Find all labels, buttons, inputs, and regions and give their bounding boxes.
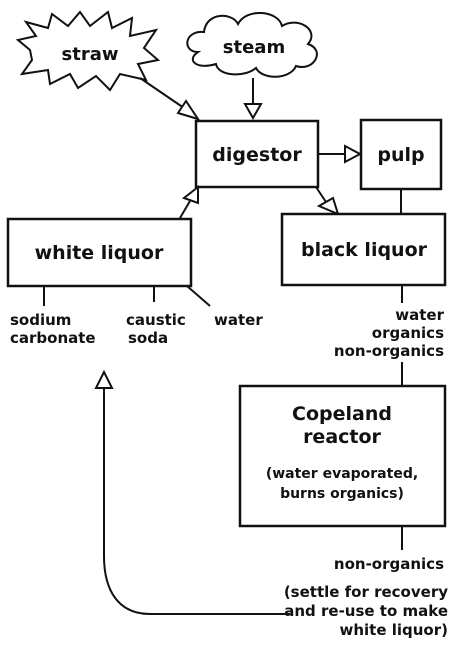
recycle-arrowhead — [94, 369, 114, 389]
reactor-note-1: (water evaporated, — [266, 466, 418, 482]
steam-cloud — [186, 11, 318, 78]
straw-to-digestor-line — [139, 77, 185, 109]
straw-arrowhead — [176, 99, 201, 121]
input-water: water — [214, 311, 263, 329]
input-caustic: caustic — [126, 311, 186, 329]
black-liquor-label: black liquor — [301, 239, 428, 261]
steam-label: steam — [223, 37, 285, 58]
black-liquor-arrowhead — [316, 196, 340, 216]
pulp-arrowhead — [344, 144, 363, 164]
black-liquor-box — [280, 212, 447, 287]
reactor-title-2: reactor — [303, 426, 381, 448]
output-non-organics: non-organics — [334, 342, 444, 360]
straw-label: straw — [62, 44, 119, 65]
output-organics: organics — [372, 324, 444, 342]
straw-cloud — [15, 10, 161, 92]
reactor-out-non-organics: non-organics — [334, 555, 444, 573]
recovery-note-2: and re-use to make — [284, 602, 448, 620]
white-to-digestor-line — [179, 200, 191, 219]
input-sodium: sodium — [10, 311, 71, 329]
pulp-label: pulp — [377, 144, 424, 166]
reactor-note-2: burns organics) — [280, 486, 404, 502]
recovery-note-1: (settle for recovery — [284, 583, 448, 601]
steam-arrowhead — [243, 103, 263, 121]
water-line — [186, 285, 211, 307]
copeland-reactor-box — [238, 384, 447, 528]
digestor-to-black-line — [315, 186, 327, 203]
white-liquor-label: white liquor — [35, 242, 164, 264]
recycle-curve — [103, 388, 290, 615]
input-soda: soda — [128, 329, 168, 347]
white-liquor-box — [6, 217, 193, 288]
white-liquor-arrowhead — [181, 184, 199, 205]
digestor-label: digestor — [212, 144, 302, 166]
recovery-note-3: white liquor) — [339, 621, 448, 639]
output-water: water — [395, 306, 444, 324]
reactor-title-1: Copeland — [292, 403, 392, 425]
input-carbonate: carbonate — [10, 329, 96, 347]
pulp-box — [359, 118, 443, 191]
